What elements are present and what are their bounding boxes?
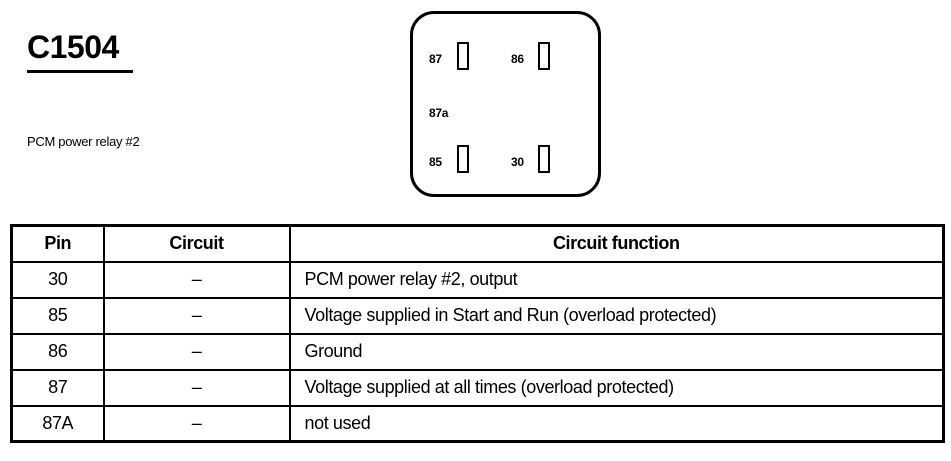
cell-pin: 30 <box>10 260 105 299</box>
pin-slot-85 <box>457 145 469 173</box>
cell-pin: 87A <box>10 404 105 443</box>
cell-function: Voltage supplied in Start and Run (overl… <box>288 296 945 335</box>
cell-circuit: – <box>102 404 291 443</box>
pin-label-30: 30 <box>511 155 524 169</box>
relay-connector-face: 87 86 87a 85 30 <box>410 11 601 197</box>
cell-pin: 87 <box>10 368 105 407</box>
cell-function: Ground <box>288 332 945 371</box>
pin-label-87: 87 <box>429 52 442 66</box>
table-row: 85 – Voltage supplied in Start and Run (… <box>10 296 945 335</box>
header-circuit-function: Circuit function <box>288 224 945 263</box>
pin-slot-87 <box>457 42 469 70</box>
table-row: 87 – Voltage supplied at all times (over… <box>10 368 945 407</box>
header-circuit: Circuit <box>102 224 291 263</box>
title-underline <box>27 70 133 73</box>
pin-label-87a: 87a <box>429 106 449 120</box>
table-row: 86 – Ground <box>10 332 945 371</box>
pin-label-86: 86 <box>511 52 524 66</box>
cell-pin: 86 <box>10 332 105 371</box>
cell-function: PCM power relay #2, output <box>288 260 945 299</box>
table-row: 87A – not used <box>10 404 945 443</box>
connector-title: C1504 <box>27 29 119 65</box>
cell-circuit: – <box>102 260 291 299</box>
cell-function: not used <box>288 404 945 443</box>
table-header-row: Pin Circuit Circuit function <box>10 224 945 263</box>
cell-circuit: – <box>102 296 291 335</box>
pin-slot-86 <box>538 42 550 70</box>
pin-function-table: Pin Circuit Circuit function 30 – PCM po… <box>10 224 945 443</box>
pin-slot-30 <box>538 145 550 173</box>
table-row: 30 – PCM power relay #2, output <box>10 260 945 299</box>
cell-pin: 85 <box>10 296 105 335</box>
pin-label-85: 85 <box>429 155 442 169</box>
cell-function: Voltage supplied at all times (overload … <box>288 368 945 407</box>
header-pin: Pin <box>10 224 105 263</box>
cell-circuit: – <box>102 368 291 407</box>
connector-description: PCM power relay #2 <box>27 134 140 149</box>
cell-circuit: – <box>102 332 291 371</box>
